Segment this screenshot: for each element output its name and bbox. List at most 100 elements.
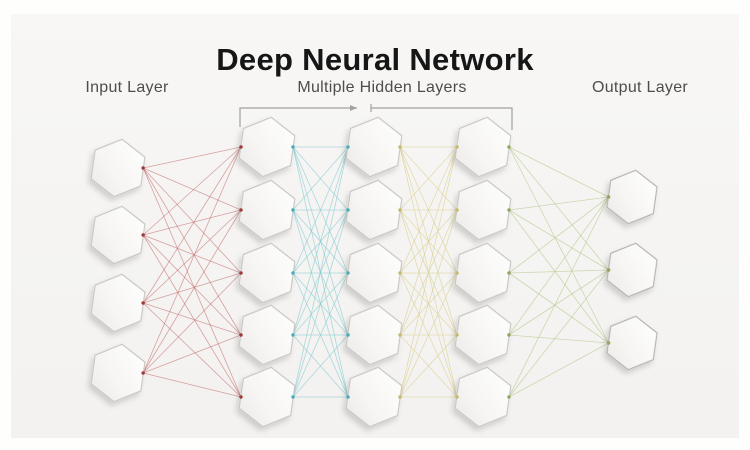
- connection-junction-dot: [346, 333, 350, 337]
- connection-junction-dot: [455, 145, 459, 149]
- connection-line: [142, 167, 242, 274]
- connection-line: [142, 302, 242, 336]
- connection-junction-dot: [239, 271, 243, 275]
- hexagon-node-hidden-2: [345, 242, 403, 304]
- page-title: Deep Neural Network: [216, 41, 534, 77]
- connection-junction-dot: [507, 395, 511, 399]
- bracket-right-segment: [371, 107, 513, 130]
- connection-junction-dot: [398, 271, 402, 275]
- bracket-arrowhead-icon: [350, 105, 357, 111]
- connection-line: [508, 334, 609, 344]
- connection-line: [292, 146, 349, 336]
- connection-junction-dot: [239, 208, 243, 212]
- connection-line: [142, 146, 242, 236]
- connection-junction-dot: [141, 371, 145, 375]
- connection-junction-dot: [507, 208, 511, 212]
- hexagon-node-hidden-2: [345, 179, 403, 241]
- hexagon-node-hidden-1: [238, 179, 296, 241]
- connection-junction-dot: [455, 333, 459, 337]
- connection-lines-group: [142, 146, 609, 398]
- connection-junction-dot: [239, 145, 243, 149]
- connection-junction-dot: [398, 208, 402, 212]
- hidden-layers-bracket: [239, 104, 513, 130]
- connection-junction-dot: [455, 208, 459, 212]
- connection-line: [143, 209, 242, 236]
- hexagon-node-hidden-1: [238, 366, 296, 428]
- hexagon-node-hidden-1: [238, 242, 296, 304]
- connection-line: [508, 196, 609, 398]
- hexagon-node-hidden-2: [345, 304, 403, 366]
- connection-junction-dot: [346, 208, 350, 212]
- hexagon-node-output: [606, 315, 658, 371]
- hexagon-node-input: [90, 343, 146, 403]
- connection-line: [292, 334, 349, 398]
- connection-junction-dot: [239, 395, 243, 399]
- hexagon-node-output: [606, 169, 658, 225]
- connection-junction-dot: [346, 145, 350, 149]
- connection-line: [292, 209, 349, 398]
- connection-line: [399, 209, 458, 398]
- connection-line: [508, 146, 609, 271]
- connection-junction-dot: [141, 301, 145, 305]
- connection-junction-dot: [398, 395, 402, 399]
- connection-junction-dot: [507, 271, 511, 275]
- hexagon-node-input: [90, 205, 146, 265]
- connection-junction-dot: [455, 395, 459, 399]
- hexagon-node-input: [90, 138, 146, 198]
- connection-line: [292, 146, 349, 274]
- connection-junction-dot: [291, 395, 295, 399]
- connection-line: [142, 234, 242, 274]
- connection-line: [508, 269, 609, 398]
- hexagon-node-hidden-3: [454, 242, 512, 304]
- connection-junction-dot: [346, 395, 350, 399]
- hexagon-node-hidden-3: [454, 304, 512, 366]
- connection-junction-dot: [398, 145, 402, 149]
- connection-line: [508, 146, 609, 344]
- connection-line: [142, 234, 242, 336]
- connection-line: [142, 146, 242, 304]
- connection-line: [508, 196, 609, 336]
- connection-junction-dot: [507, 145, 511, 149]
- connection-line: [508, 342, 609, 398]
- connection-line: [292, 272, 349, 398]
- connection-line: [142, 167, 242, 211]
- connection-line: [142, 209, 242, 374]
- connection-line: [292, 146, 349, 211]
- connection-junction-dot: [606, 341, 611, 345]
- label-output-layer: Output Layer: [591, 79, 689, 96]
- hexagon-node-hidden-3: [454, 179, 512, 241]
- hexagon-nodes-group: [90, 116, 658, 428]
- connection-line: [399, 146, 458, 211]
- connection-junction-dot: [291, 208, 295, 212]
- connection-line: [142, 234, 242, 398]
- connection-line: [508, 209, 609, 271]
- connection-line: [142, 167, 242, 398]
- connection-junction-dot: [507, 333, 511, 337]
- connection-line: [142, 334, 242, 374]
- connection-line: [142, 272, 242, 304]
- connection-line: [399, 146, 458, 398]
- connection-line: [399, 146, 458, 274]
- bracket-left-segment: [239, 107, 357, 127]
- hexagon-node-hidden-2: [345, 366, 403, 428]
- connection-junction-dot: [606, 268, 611, 272]
- connection-line: [508, 269, 609, 274]
- junction-dots-group: [141, 145, 611, 399]
- connection-junction-dot: [398, 333, 402, 337]
- hexagon-node-hidden-3: [454, 116, 512, 178]
- connection-line: [508, 272, 609, 344]
- connection-line: [508, 209, 609, 344]
- connection-line: [508, 196, 609, 274]
- label-input-layer: Input Layer: [85, 79, 169, 96]
- connection-junction-dot: [291, 271, 295, 275]
- connection-line: [508, 269, 609, 336]
- connection-junction-dot: [141, 233, 145, 237]
- connection-line: [142, 272, 242, 374]
- connection-junction-dot: [346, 271, 350, 275]
- connection-line: [508, 146, 609, 198]
- connection-line: [399, 272, 458, 398]
- hexagon-node-hidden-2: [345, 116, 403, 178]
- connection-line: [292, 146, 349, 398]
